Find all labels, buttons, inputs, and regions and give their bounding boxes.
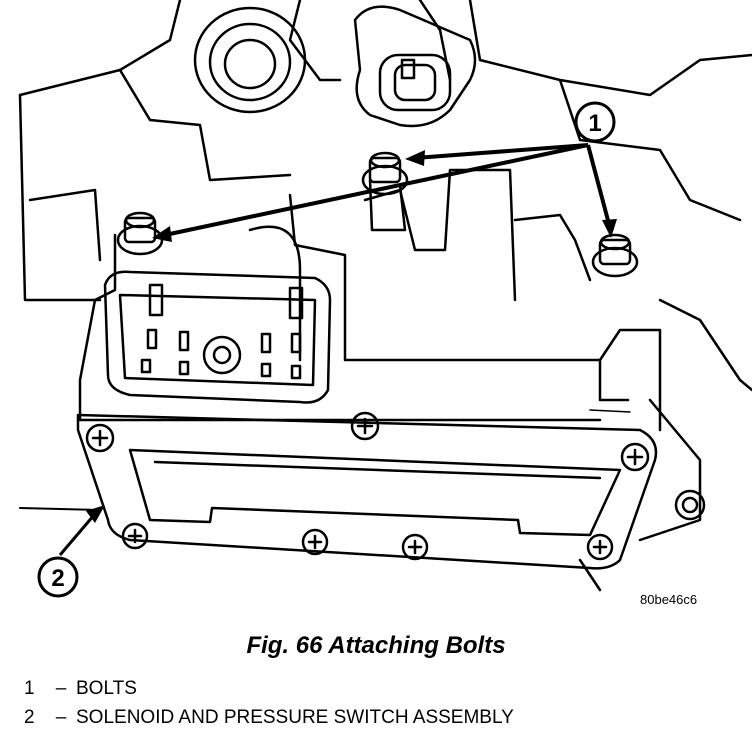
technical-illustration: 1 2 [18, 0, 752, 598]
callout-2-number: 2 [51, 565, 64, 592]
bolt-left [116, 211, 164, 256]
legend-item: 2–SOLENOID AND PRESSURE SWITCH ASSEMBLY [24, 703, 514, 732]
legend-item-description: SOLENOID AND PRESSURE SWITCH ASSEMBLY [76, 707, 514, 728]
bolt-center [361, 151, 409, 196]
reference-code: 80be46c6 [640, 592, 698, 607]
sensor-connector [353, 5, 477, 128]
case-boss [193, 6, 307, 114]
callout-1-number: 1 [588, 110, 601, 137]
callout-2: 2 [37, 556, 79, 598]
legend-separator: – [55, 678, 67, 699]
legend-item-description: BOLTS [76, 678, 137, 699]
transmission-case [18, 0, 752, 592]
solenoid-upper-body [78, 168, 662, 432]
callout-legend: 1–BOLTS 2–SOLENOID AND PRESSURE SWITCH A… [24, 674, 514, 732]
cover-screws [85, 411, 706, 561]
legend-item-number: 1 [24, 678, 35, 699]
callout-1-leaders [164, 143, 612, 237]
electrical-connector [103, 270, 332, 404]
cover-plate [76, 413, 658, 570]
legend-item-number: 2 [24, 707, 35, 728]
bolt-right [591, 233, 639, 278]
legend-separator: – [55, 707, 67, 728]
callout-1: 1 [574, 101, 616, 143]
figure-caption: Fig. 66 Attaching Bolts [246, 632, 506, 659]
legend-item: 1–BOLTS [24, 674, 514, 703]
